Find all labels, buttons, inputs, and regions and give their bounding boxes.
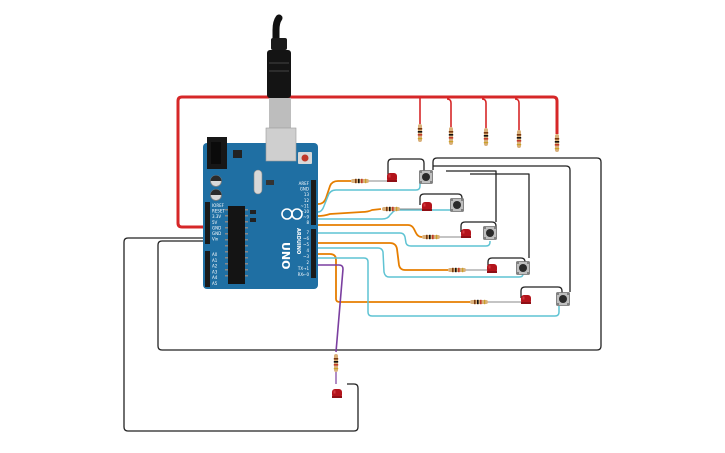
wire-gnd-led-3[interactable] [460,221,497,232]
wire-gnd-led-2[interactable] [419,193,463,205]
led-4[interactable] [487,264,497,273]
wire-5v-bus[interactable] [176,95,559,229]
power-pin-label-2: 3.3V [212,214,221,219]
wire-5v-drop-3[interactable] [481,98,487,128]
pushbutton-2[interactable] [450,198,464,212]
digital-pin-label-bottom-5: 2 [306,260,309,265]
analog-pin-label-1: A1 [212,258,218,263]
wire-gnd-bus-2[interactable] [446,170,497,222]
analog-header [205,251,210,287]
power-header [205,202,210,244]
led-6[interactable] [332,389,342,398]
wire-5v-drop-2[interactable] [446,98,452,127]
wire-gnd-led-1[interactable] [387,158,425,176]
wire-btn-1[interactable] [317,183,421,213]
led-1[interactable] [387,173,397,182]
wire-btn-2[interactable] [318,209,452,220]
crystal [253,169,263,195]
led-5[interactable] [521,295,531,304]
pushbutton-4[interactable] [516,261,530,275]
wire-led-2[interactable] [317,208,382,217]
arduino-logo: ARDUINO UNO [279,208,303,270]
digital-pin-label-bottom-6: TX→1 [297,266,310,271]
wire-led-4[interactable] [318,242,448,271]
resistor-led-6[interactable] [333,354,339,372]
analog-pin-label-0: A0 [212,252,218,257]
resistor-led-1[interactable] [351,178,369,184]
digital-header-bottom [311,229,316,278]
board-model-label: UNO [279,242,292,270]
wire-btn-5[interactable] [318,257,560,317]
pushbutton-3[interactable] [483,226,497,240]
microcontroller-chip [228,206,245,284]
wire-led-5[interactable] [318,253,470,303]
analog-pin-label-2: A2 [212,264,218,269]
resistor-led-3[interactable] [422,234,440,240]
wire-5v-drop-4[interactable] [514,98,520,130]
wire-btn-3[interactable] [318,232,491,247]
wire-gnd-led-4[interactable] [487,257,526,268]
wire-gnd-btn-link[interactable] [433,165,571,292]
wire-btn-4[interactable] [318,247,524,278]
power-pin-label-6: Vin [212,237,219,242]
wire-gnd-led-5[interactable] [520,286,563,298]
digital-pin-label-top-5: ~10 [301,209,310,214]
pin-labels: IOREFRESET3.3V5VGNDGNDVinA0A1A2A3A4A5ARE… [212,181,310,286]
digital-header-top [311,180,316,225]
digital-pin-label-top-0: AREF [299,181,310,186]
power-pin-label-5: GND [212,231,221,236]
usb-cable [267,14,291,130]
wire-gnd-loop-outer[interactable] [123,237,359,432]
resistor-led-5[interactable] [470,299,488,305]
resistor-pullup-1[interactable] [417,124,423,142]
power-pin-label-3: 5V [212,220,218,225]
pushbutton-1[interactable] [419,170,433,184]
digital-pin-label-top-4: ~11 [301,203,310,208]
digital-pin-label-top-2: 13 [304,192,310,197]
pushbuttons [419,170,570,306]
resistor-led-4[interactable] [448,267,466,273]
leds [332,173,531,398]
resistor-led-2[interactable] [382,206,400,212]
arduino-uno-board[interactable]: ARDUINO UNO IOREFRESET3.3V5VGNDGNDVinA0A… [203,127,318,289]
wire-led-6[interactable] [318,264,344,353]
resistor-pullup-5[interactable] [554,134,560,152]
board-brand-label: ARDUINO [295,228,301,254]
digital-pin-label-top-1: GND [300,187,309,192]
digital-pin-label-bottom-3: 4 [306,248,309,253]
digital-pin-label-bottom-4: ~3 [303,254,309,259]
digital-pin-label-top-7: 8 [306,220,309,225]
resistor-pullup-3[interactable] [483,128,489,146]
wire-led-1[interactable] [317,180,351,205]
resistor-pullup-2[interactable] [448,127,454,145]
analog-pin-label-3: A3 [212,269,218,274]
pushbutton-5[interactable] [556,292,570,306]
digital-pin-label-bottom-2: ~5 [303,242,309,247]
led-3[interactable] [461,229,471,238]
digital-pin-label-bottom-0: 7 [306,230,309,235]
digital-pin-label-top-6: ~9 [303,215,309,220]
power-pin-label-0: IOREF [212,203,225,208]
digital-pin-label-top-3: 12 [304,198,310,203]
resistor-pullup-4[interactable] [516,130,522,148]
analog-pin-label-4: A4 [212,275,218,280]
led-2[interactable] [422,202,432,211]
digital-pin-label-bottom-1: ~6 [303,236,309,241]
wire-gnd-bus-3[interactable] [470,173,530,258]
power-pin-label-4: GND [212,225,221,230]
analog-pin-label-5: A5 [212,281,218,286]
wire-gnd-loop-main[interactable] [157,157,602,351]
digital-pin-label-bottom-7: RX←0 [298,272,310,277]
power-pin-label-1: RESET [212,209,225,214]
wire-led-3[interactable] [318,224,423,238]
usb-port [265,127,297,162]
